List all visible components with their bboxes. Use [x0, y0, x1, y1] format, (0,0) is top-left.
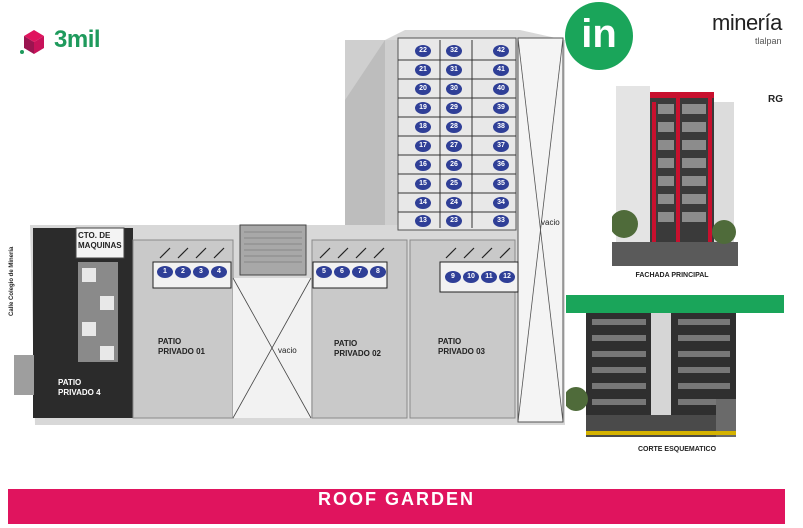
- unit-17[interactable]: 17: [415, 140, 431, 152]
- footer-title: ROOF GARDEN: [318, 489, 475, 509]
- vacio-label-right: vacio: [541, 218, 560, 227]
- unit-11[interactable]: 11: [481, 271, 497, 283]
- unit-18[interactable]: 18: [415, 121, 431, 133]
- brand-name: minería: [712, 10, 782, 35]
- patio-02-label: PATIO PRIVADO 02: [334, 339, 381, 358]
- street-label: Calle Colegio de Minería: [9, 246, 15, 316]
- unit-10[interactable]: 10: [463, 271, 479, 283]
- unit-7[interactable]: 7: [352, 266, 368, 278]
- section-caption: CORTE ESQUEMATICO: [637, 446, 717, 453]
- patio-4-label: PATIO PRIVADO 4: [58, 378, 101, 397]
- unit-2[interactable]: 2: [175, 266, 191, 278]
- unit-32[interactable]: 32: [446, 45, 462, 57]
- footer-banner: ROOF GARDEN: [8, 489, 785, 524]
- section-illustration: [566, 295, 784, 437]
- rg-label: RG: [768, 94, 783, 105]
- logo-3mil-text: 3mil: [54, 26, 101, 53]
- logo-3mil: 3mil: [20, 24, 130, 60]
- unit-30[interactable]: 30: [446, 83, 462, 95]
- unit-39[interactable]: 39: [493, 102, 509, 114]
- unit-26[interactable]: 26: [446, 159, 462, 171]
- unit-34[interactable]: 34: [493, 197, 509, 209]
- unit-9[interactable]: 9: [445, 271, 461, 283]
- unit-33[interactable]: 33: [493, 215, 509, 227]
- brand-subtitle: tlalpan: [755, 36, 782, 46]
- unit-1[interactable]: 1: [157, 266, 173, 278]
- unit-37[interactable]: 37: [493, 140, 509, 152]
- unit-12[interactable]: 12: [499, 271, 515, 283]
- unit-40[interactable]: 40: [493, 83, 509, 95]
- unit-22[interactable]: 22: [415, 45, 431, 57]
- unit-13[interactable]: 13: [415, 215, 431, 227]
- machine-room-label: CTO. DE MAQUINAS: [78, 231, 122, 250]
- unit-4[interactable]: 4: [211, 266, 227, 278]
- unit-41[interactable]: 41: [493, 64, 509, 76]
- in-logo: in: [565, 2, 633, 70]
- unit-23[interactable]: 23: [446, 215, 462, 227]
- unit-20[interactable]: 20: [415, 83, 431, 95]
- unit-21[interactable]: 21: [415, 64, 431, 76]
- unit-16[interactable]: 16: [415, 159, 431, 171]
- unit-36[interactable]: 36: [493, 159, 509, 171]
- facade-caption: FACHADA PRINCIPAL: [635, 272, 709, 279]
- unit-8[interactable]: 8: [370, 266, 386, 278]
- unit-19[interactable]: 19: [415, 102, 431, 114]
- unit-6[interactable]: 6: [334, 266, 350, 278]
- unit-25[interactable]: 25: [446, 178, 462, 190]
- patio-01-label: PATIO PRIVADO 01: [158, 337, 205, 356]
- unit-24[interactable]: 24: [446, 197, 462, 209]
- unit-42[interactable]: 42: [493, 45, 509, 57]
- facade-illustration: [612, 72, 738, 266]
- unit-5[interactable]: 5: [316, 266, 332, 278]
- unit-31[interactable]: 31: [446, 64, 462, 76]
- unit-15[interactable]: 15: [415, 178, 431, 190]
- unit-27[interactable]: 27: [446, 140, 462, 152]
- unit-14[interactable]: 14: [415, 197, 431, 209]
- unit-38[interactable]: 38: [493, 121, 509, 133]
- unit-35[interactable]: 35: [493, 178, 509, 190]
- unit-28[interactable]: 28: [446, 121, 462, 133]
- vacio-label-left: vacio: [278, 346, 297, 355]
- unit-29[interactable]: 29: [446, 102, 462, 114]
- cube-logo-icon: [20, 30, 44, 54]
- unit-3[interactable]: 3: [193, 266, 209, 278]
- patio-03-label: PATIO PRIVADO 03: [438, 337, 485, 356]
